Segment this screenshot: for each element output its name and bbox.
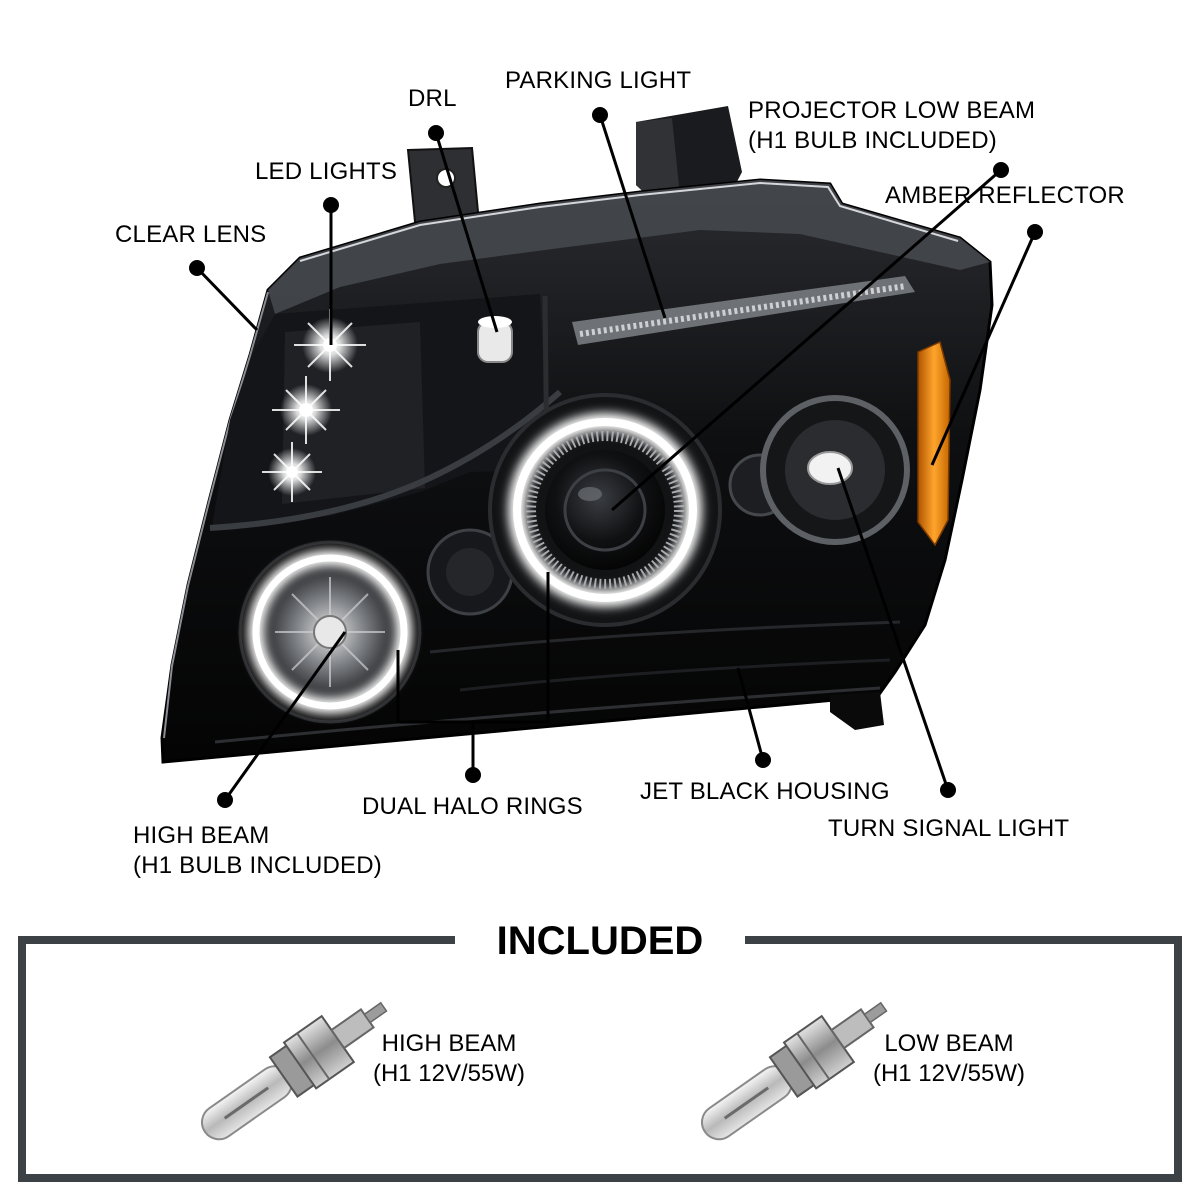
headlight-image: [160, 106, 994, 764]
high-beam-label-line2: (H1 BULB INCLUDED): [133, 852, 382, 879]
included-box-border: [18, 936, 1182, 1182]
h1-bulb-icon: [200, 1001, 388, 1141]
h1-bulb-icon: [700, 1001, 888, 1141]
projector-low-beam-dot: [993, 162, 1009, 178]
lower-bracket: [830, 692, 884, 730]
projector-lens: [545, 450, 665, 570]
housing-bottom-line: [214, 686, 881, 744]
included-item-high-beam: HIGH BEAM (H1 12V/55W): [329, 1029, 569, 1089]
turn-signal-light-dot: [940, 782, 956, 798]
high-beam-dot: [217, 792, 233, 808]
jet-black-housing-dot: [755, 752, 771, 768]
drl-leader-line: [434, 132, 499, 333]
included-item-name: HIGH BEAM: [381, 1030, 517, 1057]
callout-dots: [189, 107, 1043, 808]
turn-signal-bulb: [807, 451, 853, 485]
clear-lens-label: CLEAR LENS: [115, 221, 267, 248]
parking-light-label: PARKING LIGHT: [505, 67, 692, 94]
dual-halo-rings-dot: [465, 767, 481, 783]
projector-low-beam-leader-line: [611, 168, 1002, 512]
amber-reflector-leader-line: [930, 231, 1037, 466]
lens-left-edge-highlight: [163, 291, 269, 739]
jet-black-housing-leader-line: [736, 667, 765, 761]
led-light: [272, 376, 340, 444]
projector-low-beam: [488, 393, 722, 627]
included-item-spec: (H1 12V/55W): [372, 1060, 526, 1087]
drl-dot: [428, 125, 444, 141]
amber-reflector: [917, 340, 951, 547]
led-light: [262, 442, 322, 502]
dual-halo-rings-label: DUAL HALO RINGS: [362, 793, 583, 820]
callout-leaders: [195, 114, 1037, 801]
included-item-name: LOW BEAM: [884, 1030, 1014, 1057]
included-title: INCLUDED: [496, 919, 704, 963]
high-beam-leader-line: [223, 631, 347, 801]
jet-black-housing-label: JET BLACK HOUSING: [640, 778, 890, 805]
mounting-bracket-face: [636, 118, 680, 200]
housing-lower-line: [429, 620, 901, 654]
parking-light-dot: [592, 107, 608, 123]
projector-low-beam-label-line1: PROJECTOR LOW BEAM: [748, 97, 1036, 124]
clear-lens-leader-line: [195, 266, 259, 332]
amber-reflector-label: AMBER REFLECTOR: [885, 182, 1125, 209]
led-lights-dot: [323, 197, 339, 213]
lens-highlight: [299, 181, 959, 262]
dual-halo-rings-bracket: [396, 572, 550, 775]
turn-signal-light-label: TURN SIGNAL LIGHT: [828, 815, 1070, 842]
amber-reflector-dot: [1027, 224, 1043, 240]
parking-light-leader-line: [598, 114, 667, 319]
clear-lens-top: [268, 180, 990, 314]
middle-socket-inner: [446, 548, 494, 596]
halo-ring: [513, 418, 697, 602]
parking-light-strip: [572, 276, 915, 345]
led-lights-label: LED LIGHTS: [255, 158, 398, 185]
halo-ring: [252, 554, 408, 710]
inner-divider: [209, 389, 562, 531]
high-beam-label: HIGH BEAM (H1 BULB INCLUDED): [133, 821, 382, 881]
turn-signal-light-leader-line: [836, 467, 950, 791]
turn-signal-light: [760, 395, 910, 545]
housing-lower-line: [459, 658, 891, 692]
included-item-low-beam: LOW BEAM (H1 12V/55W): [829, 1029, 1069, 1089]
projector-low-beam-label-line2: (H1 BULB INCLUDED): [748, 127, 997, 154]
parking-light-leds: [579, 283, 907, 337]
projector-low-beam-label: PROJECTOR LOW BEAM (H1 BULB INCLUDED): [748, 96, 1035, 156]
high-beam-label-line1: HIGH BEAM: [133, 822, 270, 849]
included-item-spec: (H1 12V/55W): [872, 1060, 1026, 1087]
high-beam: [238, 540, 422, 724]
clear-lens-dot: [189, 260, 205, 276]
drl-label: DRL: [408, 85, 457, 112]
